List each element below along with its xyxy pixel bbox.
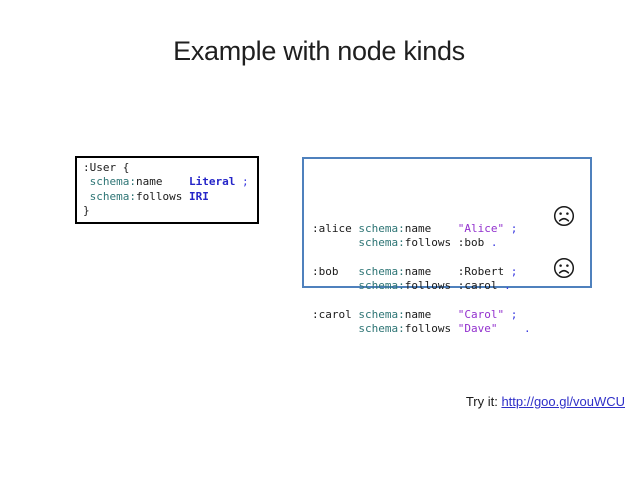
- code-token-plain: name: [135, 175, 163, 189]
- code-token-keyword: IRI: [188, 189, 209, 203]
- code-line: schema:follows "Dave" .: [312, 322, 582, 336]
- code-token-plain: [83, 190, 90, 203]
- code-token-string: "Alice": [457, 221, 505, 235]
- code-token-punct: .: [490, 236, 498, 250]
- code-token-prefix: schema:: [358, 279, 405, 293]
- code-token-prefix: schema:: [358, 221, 405, 235]
- code-token-plain: [431, 265, 458, 278]
- code-token-plain: [312, 279, 358, 292]
- code-line: :bob schema:name :Robert ;: [312, 265, 582, 279]
- code-token-plain: :bob: [312, 264, 359, 278]
- code-token-plain: [504, 265, 511, 278]
- code-token-plain: [497, 322, 524, 335]
- code-line: :alice schema:name "Alice" ;: [312, 222, 582, 236]
- code-token-plain: [162, 175, 189, 188]
- code-line: :User {: [83, 161, 251, 175]
- code-line: schema:follows :bob .: [312, 236, 582, 250]
- turtle-data-box: :alice schema:name "Alice" ; schema:foll…: [302, 157, 592, 335]
- code-token-plain: :alice: [312, 221, 359, 235]
- code-token-string: "Carol": [457, 308, 505, 322]
- code-token-plain: [182, 190, 189, 203]
- sad-face-icon: [553, 257, 575, 279]
- code-token-plain: follows: [404, 279, 452, 293]
- code-token-plain: :User {: [83, 161, 130, 174]
- code-token-plain: follows: [135, 189, 183, 203]
- code-token-punct: .: [523, 322, 531, 336]
- code-token-punct: ;: [510, 264, 518, 278]
- code-token-plain: [312, 236, 358, 249]
- code-line: [312, 294, 582, 308]
- code-line: :carol schema:name "Carol" ;: [312, 308, 582, 322]
- code-line: schema:follows :carol .: [312, 279, 582, 293]
- code-token-plain: :carol: [312, 308, 359, 322]
- code-token-plain: [312, 322, 358, 335]
- sad-face-icon: [553, 205, 575, 227]
- code-line: schema:follows IRI: [83, 190, 251, 204]
- code-line: [312, 250, 582, 264]
- code-token-punct: .: [504, 279, 511, 293]
- shex-schema-box: :User { schema:name Literal ; schema:fol…: [75, 156, 259, 224]
- code-token-plain: name: [404, 264, 432, 278]
- try-it-link[interactable]: http://goo.gl/vouWCU: [501, 394, 625, 409]
- try-it-line: Try it: http://goo.gl/vouWCU: [466, 394, 625, 409]
- code-line: schema:name Literal ;: [83, 175, 251, 189]
- code-token-prefix: schema:: [89, 175, 136, 189]
- code-token-plain: follows: [404, 236, 452, 250]
- code-token-prefix: schema:: [358, 308, 405, 322]
- code-token-plain: :carol: [451, 279, 505, 293]
- code-token-plain: name: [404, 221, 432, 235]
- code-token-string: "Dave": [457, 322, 498, 336]
- code-token-plain: [235, 175, 242, 188]
- code-token-prefix: schema:: [358, 264, 405, 278]
- code-token-punct: ;: [510, 308, 518, 322]
- code-token-punct: ;: [241, 175, 249, 189]
- code-token-plain: :Robert: [457, 264, 505, 278]
- code-token-keyword: Literal: [188, 175, 236, 189]
- try-it-label: Try it:: [465, 394, 502, 409]
- code-token-punct: ;: [510, 221, 518, 235]
- code-token-plain: [504, 308, 511, 321]
- slide-title: Example with node kinds: [173, 36, 465, 66]
- code-token-prefix: schema:: [89, 189, 136, 203]
- code-token-prefix: schema:: [358, 236, 405, 250]
- code-token-plain: [431, 222, 458, 235]
- code-token-plain: name: [404, 308, 432, 322]
- code-token-plain: :bob: [451, 236, 491, 250]
- code-token-prefix: schema:: [358, 322, 405, 336]
- code-token-plain: [83, 175, 90, 188]
- code-token-plain: [431, 308, 458, 321]
- code-line: }: [83, 204, 251, 218]
- code-token-plain: [451, 322, 458, 335]
- code-token-plain: [504, 222, 511, 235]
- code-token-plain: follows: [404, 322, 452, 336]
- code-token-plain: }: [83, 204, 90, 218]
